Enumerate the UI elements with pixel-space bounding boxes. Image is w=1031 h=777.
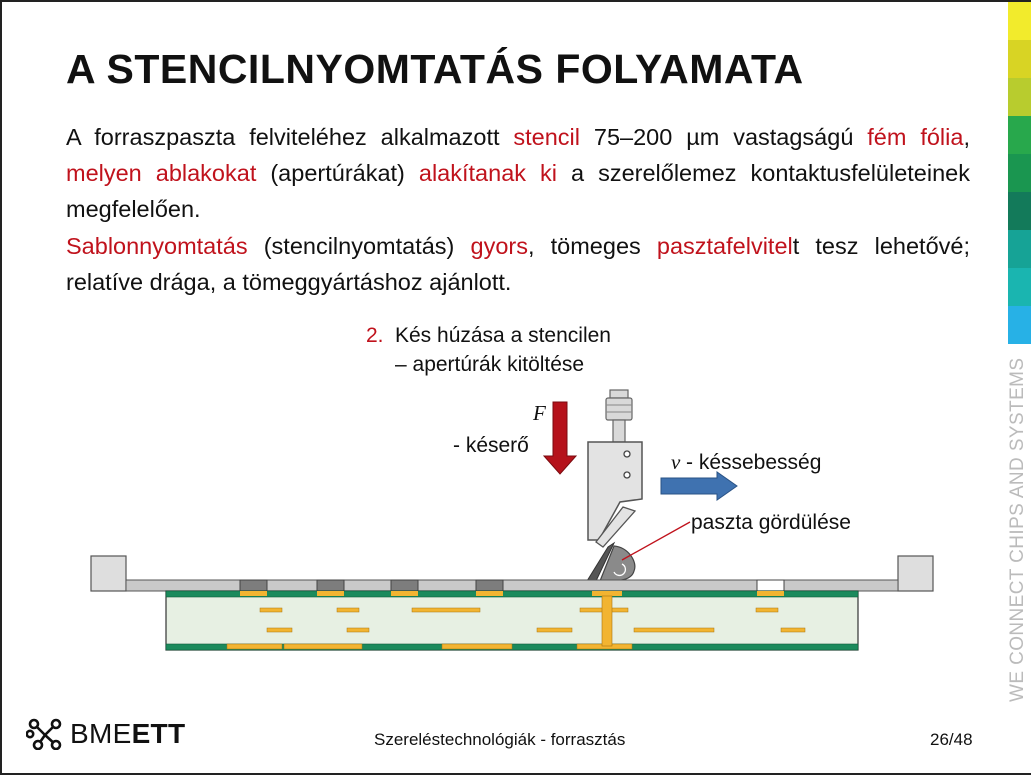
- slide-title: A STENCILNYOMTATÁS FOLYAMATA: [66, 46, 804, 92]
- highlighted-term: alakítanak ki: [418, 160, 557, 186]
- text-run: 75–200 µm vastagságú: [580, 124, 868, 150]
- color-bar-segment: [1008, 230, 1031, 268]
- color-bar-segment: [1008, 154, 1031, 192]
- text-run: (apertúrákat): [256, 160, 419, 186]
- velocity-arrow: [660, 471, 738, 501]
- text-run: t tesz lehetővé; relatíve drága, a tömeg…: [66, 233, 970, 295]
- step-line-1: Kés húzása a stencilen: [395, 324, 611, 347]
- color-bar-segment: [1008, 78, 1031, 116]
- text-run: , tömeges: [527, 233, 657, 259]
- step-number: 2.: [366, 324, 384, 347]
- highlighted-term: fém fólia: [867, 124, 964, 150]
- paragraph-stencil-printing: Sablonnyomtatás (stencilnyomtatás) gyors…: [66, 228, 970, 300]
- copper-pads-top: [240, 591, 784, 596]
- squeegee: [586, 389, 643, 582]
- color-bar-segment: [1008, 2, 1031, 40]
- force-symbol: F: [532, 401, 546, 425]
- rolling-arrow-icon: [613, 563, 626, 576]
- logo-suffix: ETT: [131, 718, 186, 749]
- color-bar-segment: [1008, 268, 1031, 306]
- color-bar-segment: [1008, 116, 1031, 154]
- page-number: 26/48: [930, 730, 973, 749]
- stencil-frame-right: [897, 555, 934, 592]
- circuit-logo-icon: [26, 718, 62, 750]
- text-run: (stencilnyomtatás): [247, 233, 471, 259]
- color-bar-segment: [1008, 192, 1031, 230]
- inner-copper-traces: [226, 607, 806, 650]
- paste-leader-line: [621, 521, 691, 561]
- text-run: A forraszpaszta felviteléhez alkalmazott: [66, 124, 514, 150]
- empty-aperture: [756, 579, 785, 592]
- color-bar-segment: [1008, 306, 1031, 344]
- plated-via: [601, 595, 613, 647]
- highlighted-term: gyors: [470, 233, 528, 259]
- logo-prefix: BME: [70, 718, 132, 749]
- highlighted-term: melyen ablakokat: [66, 160, 257, 186]
- highlighted-term: stencil: [513, 124, 581, 150]
- highlighted-term: pasztafelvitel: [656, 233, 793, 259]
- highlighted-term: Sablonnyomtatás: [66, 233, 248, 259]
- velocity-symbol: v: [671, 450, 681, 474]
- brand-color-bar: [1008, 2, 1031, 777]
- pcb-board: [165, 590, 859, 651]
- paragraph-stencil-definition: A forraszpaszta felviteléhez alkalmazott…: [66, 119, 970, 227]
- text-run: ,: [963, 124, 970, 150]
- paste-label: paszta gördülése: [691, 511, 851, 534]
- force-label: - késerő: [453, 434, 529, 457]
- force-arrow: [542, 401, 578, 475]
- slogan-text: WE CONNECT CHIPS AND SYSTEMS: [1007, 357, 1028, 702]
- velocity-label: - késsebesség: [686, 451, 821, 474]
- text-run: a szerelőlemez kontaktusfelületeinek meg…: [66, 160, 970, 222]
- stencil-printing-diagram: 2. Kés húzása a stencilen – apertúrák ki…: [90, 324, 934, 651]
- step-line-2: – apertúrák kitöltése: [395, 353, 584, 376]
- stencil-frame-left: [90, 555, 127, 592]
- bmeett-logo: BMEETT: [26, 718, 185, 750]
- course-name: Szereléstechnológiák - forrasztás: [374, 730, 626, 749]
- color-bar-segment: [1008, 40, 1031, 78]
